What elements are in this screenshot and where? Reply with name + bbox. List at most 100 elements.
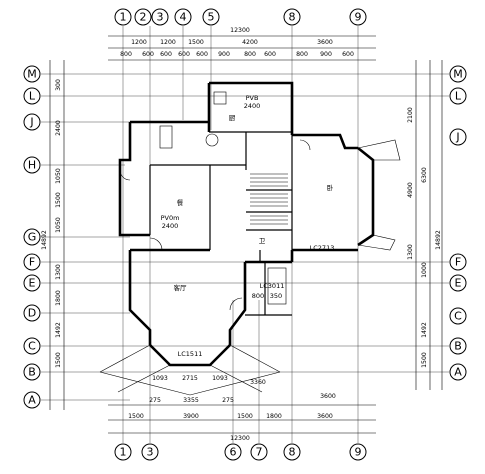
dim-bottom-row-4: 1800 bbox=[266, 413, 282, 420]
axis-bubble-top-3 bbox=[151, 8, 169, 26]
axis-label-bottom-3: 3 bbox=[147, 446, 154, 459]
axis-bubble-left-C bbox=[23, 337, 41, 355]
axis-label-left-H: H bbox=[28, 159, 36, 172]
axis-bubble-top-2 bbox=[134, 8, 152, 26]
axis-bubble-bottom-6 bbox=[224, 443, 242, 461]
axis-label-top-4: 4 bbox=[180, 11, 187, 24]
axis-bubble-bottom-3 bbox=[141, 443, 159, 461]
axis-bubble-right-E bbox=[449, 274, 467, 292]
dim-right-2: 4900 bbox=[407, 182, 414, 198]
axis-label-right-C: C bbox=[454, 310, 462, 323]
axis-bubble-left-F bbox=[23, 253, 41, 271]
left-dimension-chain: 14892 300 2400 1050 1500 1050 1300 1800 … bbox=[41, 60, 65, 410]
room-note-800: 350 bbox=[270, 292, 282, 300]
axis-label-right-E: E bbox=[455, 277, 462, 290]
dim-top-small-1: 800 bbox=[120, 51, 132, 58]
dim-top-row-3: 1500 bbox=[188, 39, 204, 46]
window-label-lc1511: LC1511 bbox=[178, 350, 203, 358]
dim-top-small-10: 900 bbox=[320, 51, 332, 58]
axis-bubble-top-5 bbox=[202, 8, 220, 26]
dim-left-3: 1050 bbox=[55, 168, 62, 184]
axis-bubble-left-D bbox=[23, 304, 41, 322]
top-axis-markers: 1 2 3 4 5 8 9 bbox=[114, 8, 367, 26]
room-label-living: 客厅 bbox=[174, 283, 188, 292]
axis-label-right-B: B bbox=[454, 340, 462, 353]
axis-label-left-A: A bbox=[28, 394, 36, 407]
dim-left-2: 2400 bbox=[55, 120, 62, 136]
axis-bubble-right-L bbox=[449, 87, 467, 105]
axis-bubble-left-H bbox=[23, 156, 41, 174]
dim-right-1: 2100 bbox=[407, 107, 414, 123]
room-label-wc: 卫 bbox=[259, 237, 266, 245]
room-label-dining: 餐 bbox=[177, 198, 184, 207]
dim-right-6: 1492 bbox=[421, 322, 428, 338]
interior-walls bbox=[149, 131, 293, 316]
axis-label-left-B: B bbox=[28, 366, 36, 379]
dim-top-mid-2: 3600 bbox=[317, 39, 333, 46]
axis-bubble-left-E bbox=[23, 274, 41, 292]
axis-bubble-left-G bbox=[23, 228, 41, 246]
axis-bubble-left-J bbox=[23, 113, 41, 131]
dim-top-total: 12300 bbox=[230, 27, 250, 34]
window-label-lc2713: LC2713 bbox=[310, 244, 335, 252]
dim-top-small-6: 900 bbox=[218, 51, 230, 58]
dim-bottom2-4: 1093 bbox=[152, 375, 168, 382]
axis-label-left-G: G bbox=[28, 231, 37, 244]
dim-bottom-row-2: 3900 bbox=[183, 413, 199, 420]
axis-bubble-left-B bbox=[23, 363, 41, 381]
axis-bubble-right-M bbox=[449, 65, 467, 83]
dim-top-small-8: 600 bbox=[264, 51, 276, 58]
axis-label-left-D: D bbox=[28, 307, 36, 320]
axis-label-bottom-6: 6 bbox=[230, 446, 237, 459]
axis-label-left-M: M bbox=[27, 68, 37, 81]
dim-top-small-5: 600 bbox=[196, 51, 208, 58]
right-axis-markers: M L J F E C B A bbox=[449, 65, 467, 381]
bath-fixture bbox=[267, 267, 287, 305]
door-swing-4 bbox=[119, 169, 131, 181]
axis-bubble-right-F bbox=[449, 253, 467, 271]
room-label-bedroom: 卧 bbox=[327, 184, 334, 192]
left-axis-markers: M L J H G F E D C B A bbox=[23, 65, 41, 409]
axis-bubble-left-M bbox=[23, 65, 41, 83]
right-dimension-chain: 14892 2100 4900 6300 1300 1000 1492 1500 bbox=[407, 60, 443, 390]
dim-bottom-total: 12300 bbox=[230, 435, 250, 442]
axis-bubble-right-C bbox=[449, 307, 467, 325]
axis-label-left-F: F bbox=[29, 256, 35, 269]
dim-left-1: 300 bbox=[55, 79, 62, 91]
axis-label-left-C: C bbox=[28, 340, 36, 353]
stair-treads bbox=[250, 173, 288, 225]
axis-label-bottom-9: 9 bbox=[355, 446, 362, 459]
exterior-walls bbox=[118, 81, 375, 367]
axis-label-right-L: L bbox=[455, 90, 462, 103]
axis-label-top-1: 1 bbox=[120, 11, 127, 24]
dim-top-row-1: 1200 bbox=[131, 39, 147, 46]
dim-right-4: 1300 bbox=[407, 244, 414, 260]
axis-label-top-8: 8 bbox=[289, 11, 296, 24]
axis-bubble-top-4 bbox=[174, 8, 192, 26]
axis-bubble-top-8 bbox=[283, 8, 301, 26]
axis-bubble-top-9 bbox=[349, 8, 367, 26]
axis-label-left-L: L bbox=[29, 90, 36, 103]
dim-left-total: 14892 bbox=[41, 230, 48, 250]
dim-bottom2-7: 3360 bbox=[250, 379, 266, 386]
axis-label-bottom-7: 7 bbox=[256, 446, 263, 459]
axis-label-left-J: J bbox=[29, 116, 33, 129]
dim-right-5: 1000 bbox=[421, 262, 428, 278]
dim-bottom2-1: 275 bbox=[149, 397, 161, 404]
axis-label-right-J: J bbox=[455, 131, 459, 144]
dim-right-7: 1500 bbox=[421, 352, 428, 368]
dim-left-7: 1800 bbox=[55, 290, 62, 306]
dim-bottom2-2: 3355 bbox=[183, 397, 199, 404]
tub-fixture bbox=[159, 125, 173, 149]
window-label-lc3011: LC3011 bbox=[260, 282, 285, 290]
axis-bubble-bottom-9 bbox=[349, 443, 367, 461]
room-labels: PVB 2400 厨 餐 PV0m 2400 客厅 卫 卧 LC2713 LC1… bbox=[161, 94, 335, 358]
dim-left-9: 1500 bbox=[55, 352, 62, 368]
axis-label-top-5: 5 bbox=[208, 11, 215, 24]
axis-label-right-M: M bbox=[453, 68, 463, 81]
room-note-pv0m: 2400 bbox=[162, 222, 179, 230]
room-label-800: 800 bbox=[252, 292, 264, 300]
axis-bubble-top-1 bbox=[114, 8, 132, 26]
top-dimension-chain: 12300 4200 3600 1200 1200 1500 800 600 6… bbox=[108, 27, 376, 61]
